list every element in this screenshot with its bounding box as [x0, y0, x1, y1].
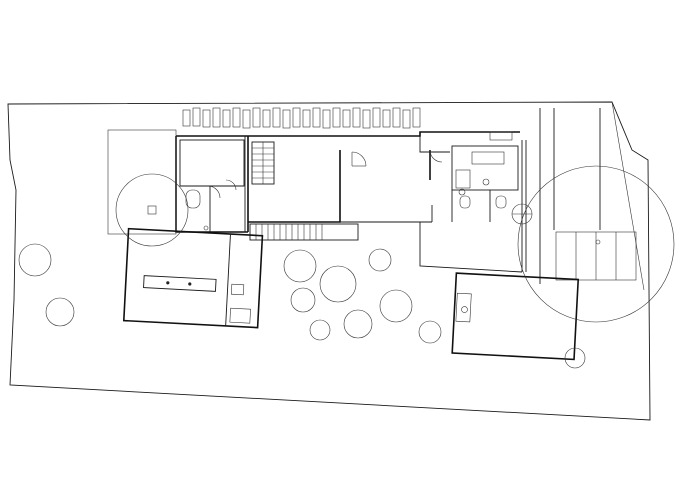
- east-boundary-inner: [611, 101, 645, 291]
- southeast-pavilion: [451, 272, 580, 361]
- large-tree-canopy-east: [517, 165, 675, 323]
- door-swing-2: [429, 149, 443, 163]
- door-swing-1: [351, 151, 367, 167]
- east-carport: [539, 108, 637, 284]
- door-swing-4: [225, 179, 237, 191]
- studio: [122, 227, 264, 329]
- site-boundary: [7, 101, 651, 421]
- main-house: [175, 131, 527, 273]
- west-wing-rooms: [179, 139, 245, 232]
- tree-marker-west: [147, 205, 157, 215]
- west-pergola: [107, 129, 177, 235]
- kitchen: [451, 131, 519, 222]
- spiral-stair: [511, 203, 533, 225]
- small-trees: [18, 243, 586, 369]
- pergola-slats: [182, 107, 421, 129]
- central-stair: [251, 141, 275, 185]
- south-stair: [249, 223, 359, 241]
- large-tree-canopy-west: [115, 173, 189, 247]
